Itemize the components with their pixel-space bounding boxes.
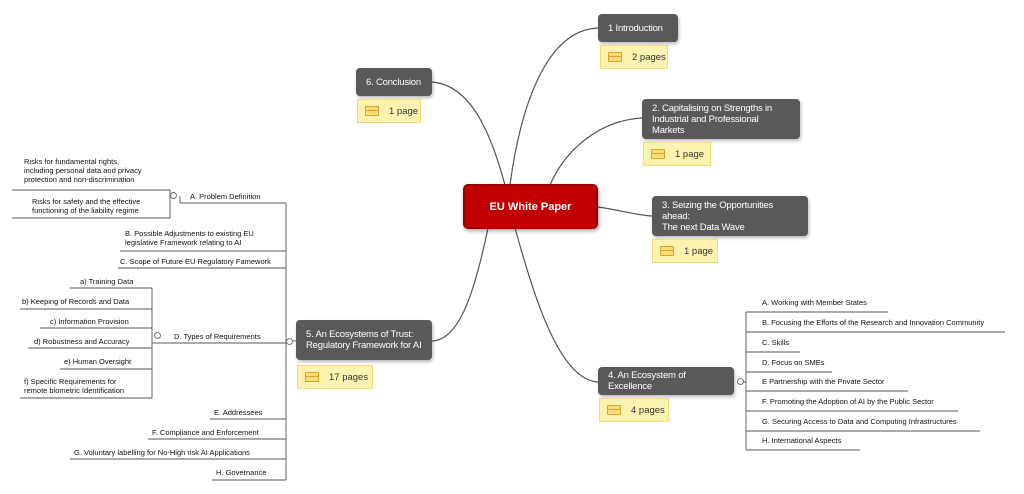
subtopic-excellence-b[interactable]: B. Focusing the Efforts of the Research … bbox=[762, 318, 985, 327]
subtopic-excellence-g[interactable]: G. Securing Access to Data and Computing… bbox=[762, 417, 957, 426]
collapse-toggle-trust[interactable] bbox=[286, 338, 293, 345]
topic-conclusion-label: 6. Conclusion bbox=[366, 76, 421, 88]
collapse-toggle-problem-definition[interactable] bbox=[170, 192, 177, 199]
subtopic-problem-definition[interactable]: A. Problem Definition bbox=[190, 192, 261, 201]
note-capitalising[interactable]: 1 page bbox=[643, 142, 711, 166]
topic-trust-label-line2: Regulatory Framework for AI bbox=[306, 340, 422, 351]
subtopic-addressees[interactable]: E. Addressees bbox=[214, 408, 263, 417]
note-icon bbox=[660, 246, 674, 256]
subtopic-risk-fundamental-rights-line3: protection and non-discrimination bbox=[24, 175, 135, 184]
subtopic-scope[interactable]: C. Scope of Future EU Regulatory Famewor… bbox=[120, 257, 271, 266]
subtopic-types-of-requirements[interactable]: D. Types of Requirements bbox=[174, 332, 261, 341]
note-icon bbox=[651, 149, 665, 159]
subtopic-excellence-c[interactable]: C. Skills bbox=[762, 338, 790, 347]
subtopic-adjustments[interactable]: B. Possible Adjustments to existing EU l… bbox=[125, 229, 254, 247]
note-capitalising-label: 1 page bbox=[675, 148, 705, 160]
subtopic-risk-fundamental-rights-line2: including personal data and privacy bbox=[24, 166, 142, 175]
note-conclusion[interactable]: 1 page bbox=[357, 99, 421, 123]
underline-risk-safety bbox=[12, 196, 171, 219]
note-excellence[interactable]: 4 pages bbox=[599, 398, 669, 422]
topic-trust-label-line1: 5. An Ecosystems of Trust: bbox=[306, 329, 414, 340]
topic-capitalising[interactable]: 2. Capitalising on Strengths in Industri… bbox=[642, 99, 800, 139]
root-topic-label: EU White Paper bbox=[489, 200, 572, 213]
note-trust-label: 17 pages bbox=[329, 371, 369, 383]
subtopic-governance[interactable]: H. Governance bbox=[216, 468, 267, 477]
note-introduction[interactable]: 2 pages bbox=[600, 45, 668, 69]
topic-capitalising-label-line2: Industrial and Professional Markets bbox=[652, 113, 759, 136]
subtopic-risk-fundamental-rights[interactable]: Risks for fundamental rights, including … bbox=[24, 157, 142, 184]
root-topic[interactable]: EU White Paper bbox=[463, 184, 598, 229]
note-conclusion-label: 1 page bbox=[389, 105, 419, 117]
connector-trust bbox=[431, 227, 489, 342]
note-introduction-label: 2 pages bbox=[632, 51, 666, 63]
requirement-information[interactable]: c) Information Provision bbox=[50, 317, 129, 326]
topic-excellence[interactable]: 4. An Ecosystem of Excellence bbox=[598, 367, 734, 395]
requirement-biometric[interactable]: f) Specific Requirements for remote biom… bbox=[24, 377, 124, 395]
topic-seizing[interactable]: 3. Seizing the Opportunities ahead: The … bbox=[652, 196, 808, 236]
topic-trust[interactable]: 5. An Ecosystems of Trust: Regulatory Fr… bbox=[296, 320, 432, 360]
underline-risk-fundamental bbox=[12, 189, 174, 197]
subtopic-risk-safety-line2: functioning of the liability regime bbox=[32, 206, 139, 215]
topic-conclusion[interactable]: 6. Conclusion bbox=[356, 68, 432, 96]
requirement-records[interactable]: b) Keeping of Records and Data bbox=[22, 297, 130, 306]
connector-excellence bbox=[514, 227, 599, 383]
note-seizing[interactable]: 1 page bbox=[652, 239, 718, 263]
connector-excellence-trunk bbox=[742, 381, 747, 450]
subtopic-excellence-a[interactable]: A. Working with Member States bbox=[762, 298, 867, 307]
connector-capitalising bbox=[549, 117, 643, 186]
requirement-training-data[interactable]: a) Training Data bbox=[80, 277, 134, 286]
subtopic-adjustments-line2: legislative Framework relating to AI bbox=[125, 238, 242, 247]
collapse-toggle-types[interactable] bbox=[154, 332, 161, 339]
note-icon bbox=[608, 52, 622, 62]
connector-conclusion bbox=[431, 81, 506, 186]
note-excellence-label: 4 pages bbox=[631, 404, 665, 416]
subtopic-risk-safety-line1: Risks for safety and the effective bbox=[32, 197, 141, 206]
subtopic-excellence-e[interactable]: E Partnership with the Private Sector bbox=[762, 377, 885, 386]
connector-seizing bbox=[597, 206, 653, 217]
collapse-toggle-excellence[interactable] bbox=[737, 378, 744, 385]
requirement-biometric-line2: remote biometric Identification bbox=[24, 386, 125, 395]
note-seizing-label: 1 page bbox=[684, 245, 714, 257]
topic-capitalising-label-line1: 2. Capitalising on Strengths in bbox=[652, 102, 773, 114]
note-trust[interactable]: 17 pages bbox=[297, 365, 373, 389]
requirement-biometric-line1: f) Specific Requirements for bbox=[24, 377, 117, 386]
subtopic-risk-fundamental-rights-line1: Risks for fundamental rights, bbox=[24, 157, 120, 166]
topic-excellence-label: 4. An Ecosystem of Excellence bbox=[608, 370, 686, 392]
note-icon bbox=[607, 405, 621, 415]
note-icon bbox=[365, 106, 379, 116]
topic-seizing-label-line2: The next Data Wave bbox=[662, 221, 745, 233]
subtopic-adjustments-line1: B. Possible Adjustments to existing EU bbox=[125, 229, 254, 238]
topic-introduction[interactable]: 1 Introduction bbox=[598, 14, 678, 42]
topic-introduction-label: 1 Introduction bbox=[608, 22, 663, 34]
subtopic-risk-safety[interactable]: Risks for safety and the effective funct… bbox=[32, 197, 140, 215]
subtopic-excellence-f[interactable]: F. Promoting the Adoption of AI by the P… bbox=[762, 397, 934, 406]
subtopic-voluntary-labelling[interactable]: G. Voluntary labelling for No-High risk … bbox=[74, 448, 250, 457]
subtopic-excellence-h[interactable]: H. International Aspects bbox=[762, 436, 842, 445]
requirement-robustness[interactable]: d) Robustness and Accuracy bbox=[34, 337, 130, 346]
note-icon bbox=[305, 372, 319, 382]
connector-introduction bbox=[509, 27, 599, 186]
topic-seizing-label-line1: 3. Seizing the Opportunities ahead: bbox=[662, 199, 774, 222]
subtopic-compliance[interactable]: F. Compliance and Enforcement bbox=[152, 428, 259, 437]
subtopic-excellence-d[interactable]: D. Focus on SMEs bbox=[762, 358, 825, 367]
requirement-oversight[interactable]: e) Human Oversight bbox=[64, 357, 132, 366]
